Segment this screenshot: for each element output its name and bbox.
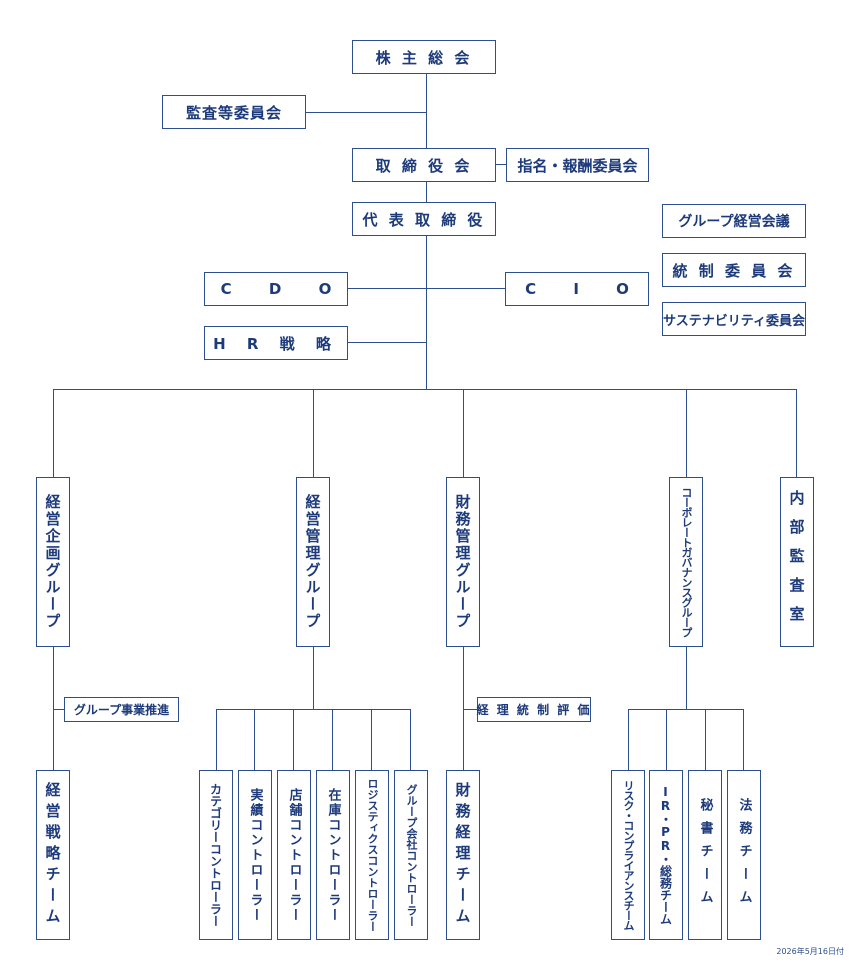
cdo-label: C D O xyxy=(220,280,348,298)
finance-branch xyxy=(463,709,477,710)
inventory-controller-label: 在庫コントローラー xyxy=(325,787,341,923)
planning-down xyxy=(53,646,54,770)
hr-strategy-box: H R 戦 略 xyxy=(204,326,348,360)
sustainability-committee-box: サステナビリティ委員会 xyxy=(662,302,806,336)
nomination-committee-label: 指名・報酬委員会 xyxy=(517,156,638,175)
audit-connector xyxy=(305,112,426,113)
management-group-box: 経営管理グループ xyxy=(296,477,330,647)
corp-drop-4 xyxy=(743,709,744,771)
ctrl-drop-1 xyxy=(216,709,217,771)
ctrl-drop-6 xyxy=(410,709,411,771)
president-box: 代 表 取 締 役 xyxy=(352,202,496,236)
group-management-council-label: グループ経営会議 xyxy=(678,214,790,230)
legal-team-box: 法務チーム xyxy=(727,770,761,940)
drop-audit xyxy=(796,389,797,478)
finance-down xyxy=(463,646,464,770)
finance-group-label: 財務管理グループ xyxy=(453,494,472,630)
ir-pr-general-team-label: IR・PR・総務チーム xyxy=(658,785,673,925)
legal-team-label: 法務チーム xyxy=(736,797,752,913)
corp-drop-2 xyxy=(666,709,667,771)
corporate-bus xyxy=(628,709,744,710)
ctrl-drop-3 xyxy=(293,709,294,771)
category-controller-box: カテゴリーコントローラー xyxy=(199,770,233,940)
ctrl-drop-4 xyxy=(332,709,333,771)
management-group-label: 経営管理グループ xyxy=(303,494,322,630)
corp-drop-3 xyxy=(705,709,706,771)
hr-strategy-label: H R 戦 略 xyxy=(213,334,339,353)
corp-drop-1 xyxy=(628,709,629,771)
secretary-team-label: 秘書チーム xyxy=(697,797,713,913)
corporate-governance-group-box: コーポレートガバナンスグループ xyxy=(669,477,703,647)
shareholders-label: 株 主 総 会 xyxy=(375,48,473,67)
accounting-control-eval-label: 経 理 統 制 評 価 xyxy=(476,703,592,717)
cio-label: C I O xyxy=(525,280,645,298)
group-business-promotion-box: グループ事業推進 xyxy=(64,697,179,722)
drop-planning xyxy=(53,389,54,478)
logistics-controller-label: ロジスティクスコントローラー xyxy=(366,778,379,932)
shareholders-box: 株 主 総 会 xyxy=(352,40,496,74)
secretary-team-box: 秘書チーム xyxy=(688,770,722,940)
corporate-down xyxy=(686,646,687,709)
board-box: 取 締 役 会 xyxy=(352,148,496,182)
audit-committee-box: 監査等委員会 xyxy=(162,95,306,129)
finance-group-box: 財務管理グループ xyxy=(446,477,480,647)
strategy-team-box: 経営戦略チーム xyxy=(36,770,70,940)
group-business-promotion-label: グループ事業推進 xyxy=(73,703,170,717)
revision-date: 2026年5月16日付 xyxy=(776,947,844,956)
president-label: 代 表 取 締 役 xyxy=(362,210,486,229)
governance-committee-label: 統 制 委 員 会 xyxy=(672,261,796,280)
group-company-controller-label: グループ会社コントローラー xyxy=(405,783,418,927)
planning-group-label: 経営企画グループ xyxy=(43,494,62,630)
store-controller-box: 店舗コントローラー xyxy=(277,770,311,940)
store-controller-label: 店舗コントローラー xyxy=(286,787,302,923)
cdo-box: C D O xyxy=(204,272,348,306)
results-controller-box: 実績コントローラー xyxy=(238,770,272,940)
drop-finance xyxy=(463,389,464,478)
sustainability-committee-label: サステナビリティ委員会 xyxy=(663,313,805,329)
nomination-committee-box: 指名・報酬委員会 xyxy=(506,148,649,182)
drop-corporate xyxy=(686,389,687,478)
finance-accounting-team-label: 財務経理チーム xyxy=(453,781,472,929)
governance-committee-box: 統 制 委 員 会 xyxy=(662,253,806,287)
accounting-control-eval-box: 経 理 統 制 評 価 xyxy=(477,697,591,722)
inventory-controller-box: 在庫コントローラー xyxy=(316,770,350,940)
board-label: 取 締 役 会 xyxy=(375,156,473,175)
results-controller-label: 実績コントローラー xyxy=(247,787,263,923)
logistics-controller-box: ロジスティクスコントローラー xyxy=(355,770,389,940)
finance-accounting-team-box: 財務経理チーム xyxy=(446,770,480,940)
audit-committee-label: 監査等委員会 xyxy=(185,103,282,122)
ir-pr-general-team-box: IR・PR・総務チーム xyxy=(649,770,683,940)
nomination-connector xyxy=(495,164,507,165)
internal-audit-box: 内部監査室 xyxy=(780,477,814,647)
drop-management xyxy=(313,389,314,478)
groups-bus xyxy=(53,389,797,390)
controllers-bus xyxy=(216,709,411,710)
cdo-cio-connector xyxy=(347,288,506,289)
strategy-team-label: 経営戦略チーム xyxy=(43,781,62,929)
corporate-governance-group-label: コーポレートガバナンスグループ xyxy=(680,487,693,637)
group-management-council-box: グループ経営会議 xyxy=(662,204,806,238)
group-company-controller-box: グループ会社コントローラー xyxy=(394,770,428,940)
ctrl-drop-5 xyxy=(371,709,372,771)
internal-audit-label: 内部監査室 xyxy=(787,489,806,635)
risk-compliance-team-box: リスク・コンプライアンスチーム xyxy=(611,770,645,940)
planning-group-box: 経営企画グループ xyxy=(36,477,70,647)
hr-connector xyxy=(347,342,426,343)
management-down xyxy=(313,646,314,709)
ctrl-drop-2 xyxy=(254,709,255,771)
risk-compliance-team-label: リスク・コンプライアンスチーム xyxy=(622,780,635,930)
planning-branch xyxy=(53,709,64,710)
cio-box: C I O xyxy=(505,272,649,306)
category-controller-label: カテゴリーコントローラー xyxy=(208,783,223,927)
